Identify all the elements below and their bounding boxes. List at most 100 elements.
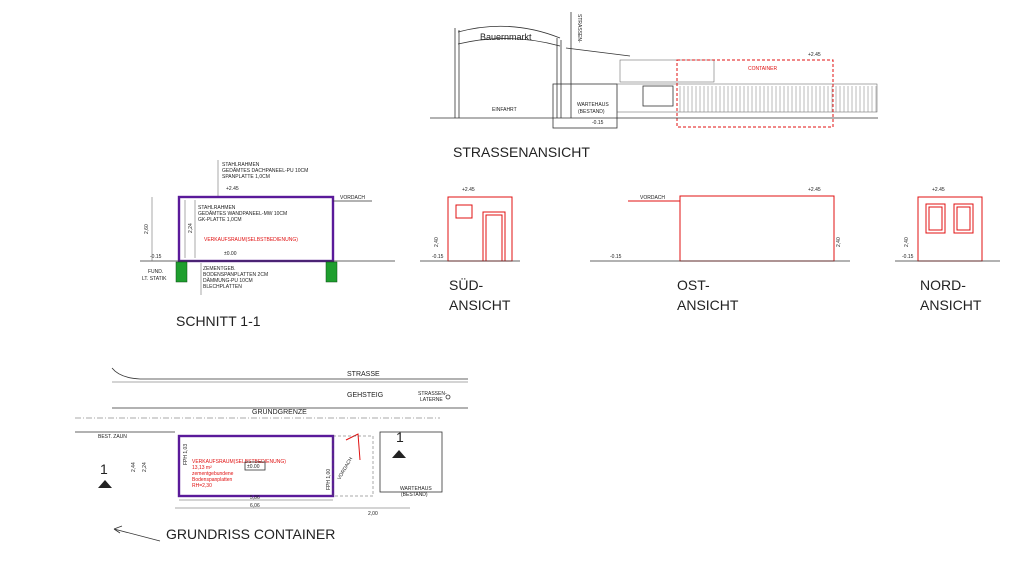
fph-left: FPH 1,03 — [183, 444, 189, 465]
plan-vordach: VORDACH — [337, 456, 355, 481]
sued-elevation: +2.45 -0.15 2,40 SÜD- ANSICHT — [420, 187, 520, 313]
nord-window-left-inner — [928, 206, 943, 231]
nord-level-base: -0.15 — [902, 254, 914, 260]
nord-dim: 2,40 — [904, 237, 910, 247]
plan-level-box — [244, 461, 266, 471]
wartehaus-label-1: WARTEHAUS — [577, 102, 609, 108]
wall-note-2: GEDÄMTES WANDPANEEL-MW 10CM — [198, 210, 287, 217]
floor-note-2: BODENSPANPLATTEN 2CM — [203, 272, 268, 278]
plan-level: ±0.00 — [247, 464, 260, 470]
ost-level-base: -0.15 — [610, 254, 622, 260]
zaun-label: BEST. ZAUN — [98, 434, 127, 440]
schnitt-title: SCHNITT 1-1 — [176, 313, 261, 329]
street-edge — [111, 367, 468, 380]
vordach-outline — [332, 435, 374, 497]
ost-title-1: OST- — [677, 277, 710, 293]
roof-note-1: STAHLRAHMEN — [222, 162, 260, 168]
floor-note-1: ZEMENTGEB. — [203, 266, 236, 272]
nord-window-right-inner — [956, 206, 971, 231]
dim-606: 6,06 — [250, 503, 260, 509]
fph-right: FPH 1,00 — [326, 469, 332, 490]
nord-container — [917, 196, 983, 262]
schnitt-level-floor: ±0.00 — [224, 251, 237, 257]
sued-level-base: -0.15 — [432, 254, 444, 260]
section-mark-left: 1 — [100, 461, 108, 477]
sa-level-top: +2.45 — [808, 52, 821, 58]
nord-window-right — [953, 203, 974, 234]
sued-window — [455, 204, 473, 219]
dim-height: 2,60 — [144, 224, 150, 234]
floor-note-3: DÄMMUNG-PU 10CM — [203, 277, 253, 284]
sued-level-top: +2.45 — [462, 187, 475, 193]
section-arrow-right — [392, 450, 406, 458]
sued-title-1: SÜD- — [449, 276, 484, 293]
strasse-label: STRASSE — [347, 371, 380, 378]
plan-room-detail-3: RH=2,30 — [192, 483, 212, 489]
ost-container — [679, 195, 835, 262]
sign-arch-top — [457, 25, 561, 39]
ost-level-top: +2.45 — [808, 187, 821, 193]
plan-room-area: 13,13 m² — [192, 465, 212, 471]
plan-wartehaus-2: (BESTAND) — [401, 492, 428, 498]
fund-label-2: LT. STATIK — [142, 276, 167, 282]
gehsteig-label: GEHSTEIG — [347, 392, 383, 399]
section-mark-right: 1 — [396, 429, 404, 445]
lantern-symbol — [445, 394, 451, 400]
strassenansicht-elevation: Bauernmarkt STRASSEN- EINFAHRT WARTEHAUS… — [430, 12, 878, 160]
grundgrenze-label: GRUNDGRENZE — [252, 409, 307, 416]
plan-room-detail-1: zementgebundene — [192, 471, 234, 477]
north-arrow — [113, 525, 161, 542]
floor-note-4: BLECHPLATTEN — [203, 284, 242, 290]
vordach-label: VORDACH — [340, 195, 365, 201]
section-room-label: VERKAUFSRAUM(SELBSTBEDIENUNG) — [204, 237, 298, 243]
plan-wartehaus — [379, 431, 443, 493]
foundation-left — [175, 261, 188, 283]
sign-arch-bottom — [457, 38, 561, 47]
sa-level-base: -0.15 — [592, 120, 604, 126]
dim-inner: 2,24 — [188, 223, 194, 233]
nord-elevation: +2.45 -0.15 2,40 NORD- ANSICHT — [895, 187, 1000, 313]
fence-bars — [679, 86, 877, 112]
dim-244: 2,44 — [131, 462, 137, 472]
lantern-arm — [565, 47, 631, 57]
container-outline — [676, 59, 834, 128]
roof-note-2: GEDÄMTES DACHPANEEL-PU 10CM — [222, 167, 308, 174]
dim-224: 2,24 — [142, 462, 148, 472]
wall-note-3: GK-PLATTE 1,0CM — [198, 217, 242, 223]
nord-title-1: NORD- — [920, 277, 966, 293]
door-swing — [345, 433, 361, 461]
plan-room-detail-2: Bodenspanplatten — [192, 477, 233, 483]
laterne-label-1: STRASSEN- — [576, 14, 582, 43]
foundation-right — [325, 261, 338, 283]
dim-200: 2,00 — [368, 511, 378, 517]
laterne-label: STRASSEN- — [576, 14, 582, 43]
ost-title-2: ANSICHT — [677, 297, 739, 313]
gs-laterne-1: STRASSEN- — [418, 391, 447, 397]
nord-title-2: ANSICHT — [920, 297, 982, 313]
roof-note-3: SPANPLATTE 1,0CM — [222, 174, 270, 180]
section-arrow-left — [98, 480, 112, 488]
wartehaus-label-2: (BESTAND) — [578, 109, 605, 115]
nord-window-left — [925, 203, 946, 234]
strassenansicht-title: STRASSENANSICHT — [453, 144, 590, 160]
einfahrt-label: EINFAHRT — [492, 107, 517, 113]
wall-note-1: STAHLRAHMEN — [198, 205, 236, 211]
ost-vordach-label: VORDACH — [640, 195, 665, 201]
schnitt-level-base: -0.15 — [150, 254, 162, 260]
nord-level-top: +2.45 — [932, 187, 945, 193]
fund-label-1: FUND. — [148, 269, 163, 275]
schnitt-section: STAHLRAHMEN GEDÄMTES DACHPANEEL-PU 10CM … — [140, 160, 395, 329]
gs-laterne-2: LATERNE — [420, 397, 443, 403]
fence — [616, 83, 878, 113]
container-label: CONTAINER — [748, 66, 777, 72]
ost-dim: 2,40 — [836, 237, 842, 247]
grundriss-plan: STRASSE GEHSTEIG STRASSEN- LATERNE GRUND… — [75, 367, 468, 542]
grundriss-title: GRUNDRISS CONTAINER — [166, 526, 335, 542]
sued-title-2: ANSICHT — [449, 297, 511, 313]
window-front — [642, 85, 674, 107]
ost-elevation: +2.45 VORDACH -0.15 2,40 OST- ANSICHT — [590, 187, 850, 313]
sued-door-inner — [485, 214, 503, 262]
sign-label: Bauernmarkt — [480, 32, 532, 42]
plan-room-label: VERKAUFSRAUM(SELBSTBEDIENUNG) — [192, 459, 286, 465]
